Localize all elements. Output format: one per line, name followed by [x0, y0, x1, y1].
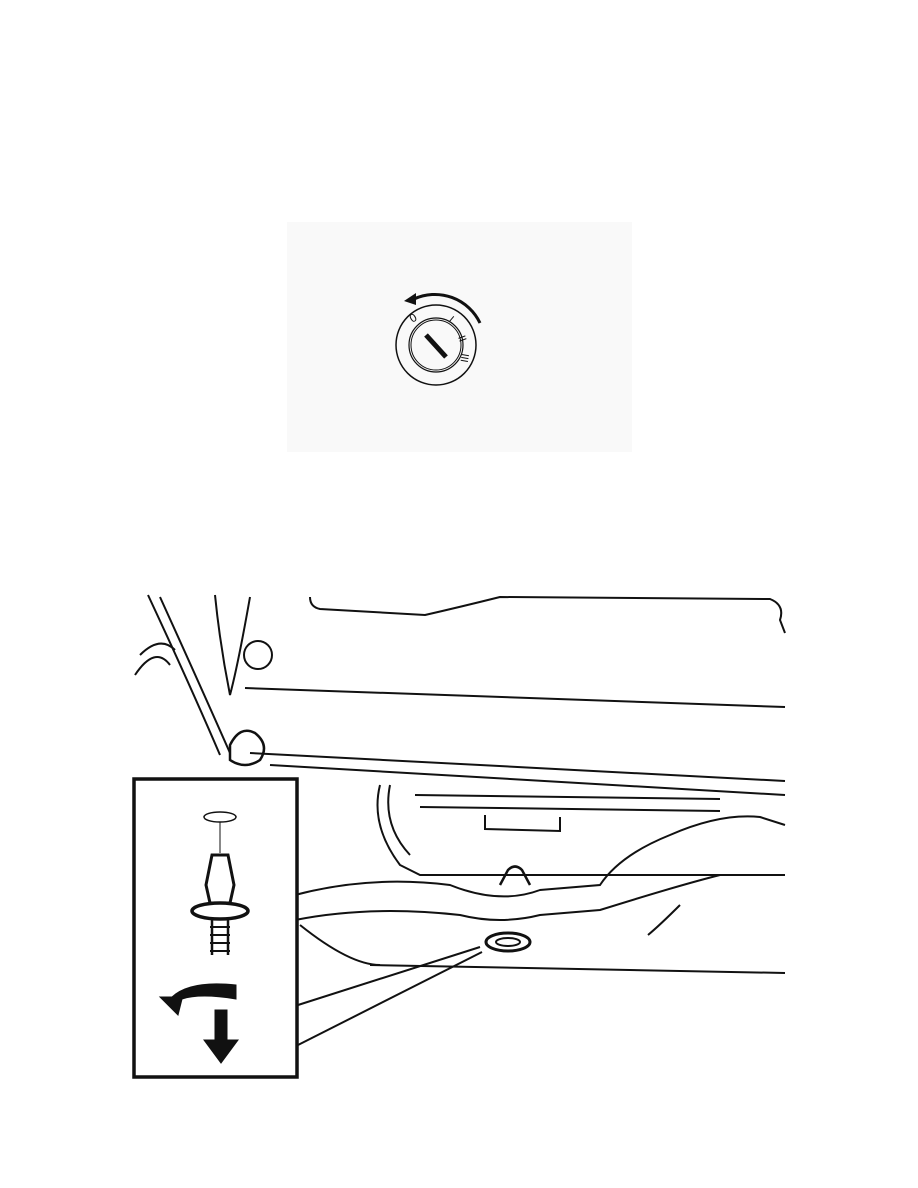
- position-I-label: I: [446, 315, 455, 325]
- pull-down-arrow-icon: [203, 1009, 239, 1064]
- position-0-label: 0: [407, 311, 420, 326]
- sill-line: [244, 687, 786, 708]
- ignition-switch-figure: 0 I II III: [287, 222, 632, 452]
- key-slot: [424, 333, 448, 359]
- position-II-label: II: [455, 334, 467, 343]
- body-panel-edge: [309, 595, 786, 634]
- key-cylinder: [408, 317, 464, 373]
- clip-detail-icon: [190, 811, 250, 955]
- clip-tab: [498, 865, 532, 886]
- position-III-label: III: [458, 352, 470, 363]
- ignition-switch-icon: 0 I II III: [395, 292, 482, 386]
- bolt-head: [243, 640, 273, 670]
- rotate-counterclockwise-arrow-icon: [158, 983, 237, 1016]
- rotate-arrow-icon: [413, 292, 482, 324]
- clip-location: [484, 931, 532, 953]
- underbody-clip-diagram: [132, 594, 786, 1079]
- switch-bezel: [395, 304, 477, 386]
- clip-removal-figure: [120, 585, 800, 1085]
